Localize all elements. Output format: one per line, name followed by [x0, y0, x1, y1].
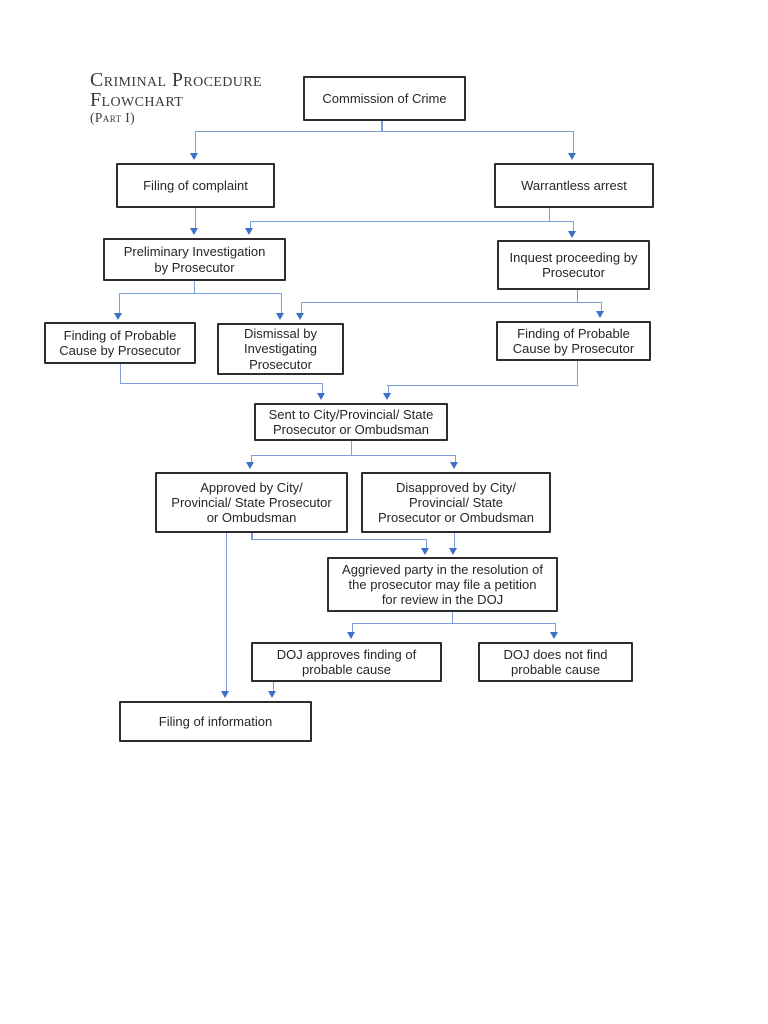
- connector-line: [454, 455, 456, 462]
- connector-line: [195, 130, 573, 132]
- arrow-down-icon: [421, 548, 429, 555]
- connector-line: [572, 131, 574, 153]
- node-preliminary-investigation: Preliminary Investigation by Prosecutor: [103, 238, 286, 281]
- connector-line: [193, 281, 195, 293]
- node-doj-approves-finding: DOJ approves finding of probable cause: [251, 642, 442, 682]
- connector-line: [250, 455, 252, 462]
- connector-line: [119, 382, 323, 384]
- connector-line: [572, 221, 574, 231]
- arrow-down-icon: [246, 462, 254, 469]
- node-filing-of-complaint: Filing of complaint: [116, 163, 275, 208]
- connector-line: [119, 292, 281, 294]
- arrow-down-icon: [268, 691, 276, 698]
- title-line-2: Flowchart: [90, 89, 184, 111]
- connector-line: [194, 208, 196, 228]
- title-line-3: (Part I): [90, 110, 136, 125]
- arrow-down-icon: [568, 231, 576, 238]
- arrow-down-icon: [383, 393, 391, 400]
- node-inquest-proceeding: Inquest proceeding by Prosecutor: [497, 240, 650, 290]
- connector-line: [352, 622, 555, 624]
- node-finding-probable-cause-right: Finding of Probable Cause by Prosecutor: [496, 321, 651, 361]
- connector-line: [280, 293, 282, 313]
- connector-line: [600, 302, 602, 311]
- arrow-down-icon: [449, 548, 457, 555]
- connector-line: [251, 454, 455, 456]
- node-finding-probable-cause-left: Finding of Probable Cause by Prosecutor: [44, 322, 196, 364]
- arrow-down-icon: [114, 313, 122, 320]
- connector-line: [576, 361, 578, 385]
- node-warrantless-arrest: Warrantless arrest: [494, 163, 654, 208]
- node-disapproved-by-prosecutor: Disapproved by City/ Provincial/ State P…: [361, 472, 551, 533]
- node-filing-of-information: Filing of information: [119, 701, 312, 742]
- connector-line: [381, 121, 383, 131]
- connector-line: [119, 364, 121, 383]
- connector-line: [225, 533, 227, 691]
- arrow-down-icon: [568, 153, 576, 160]
- connector-line: [425, 539, 427, 548]
- connector-line: [351, 623, 353, 632]
- connector-line: [249, 221, 251, 228]
- arrow-down-icon: [596, 311, 604, 318]
- connector-line: [350, 441, 352, 455]
- title-line-1: Criminal Procedure: [90, 69, 262, 91]
- connector-line: [118, 293, 120, 313]
- arrow-down-icon: [296, 313, 304, 320]
- arrow-down-icon: [317, 393, 325, 400]
- connector-line: [387, 384, 578, 386]
- connector-line: [548, 208, 550, 221]
- node-aggrieved-party-petition: Aggrieved party in the resolution of the…: [327, 557, 558, 612]
- connector-line: [453, 533, 455, 548]
- page-title: Criminal Procedure Flowchart (Part I): [90, 70, 262, 125]
- arrow-down-icon: [450, 462, 458, 469]
- connector-line: [194, 131, 196, 153]
- arrow-down-icon: [190, 228, 198, 235]
- connector-line: [576, 290, 578, 302]
- connector-line: [300, 302, 302, 313]
- connector-line: [451, 612, 453, 623]
- connector-line: [387, 385, 389, 393]
- arrow-down-icon: [276, 313, 284, 320]
- node-approved-by-prosecutor: Approved by City/ Provincial/ State Pros…: [155, 472, 348, 533]
- connector-line: [272, 682, 274, 691]
- connector-line: [321, 383, 323, 393]
- node-commission-of-crime: Commission of Crime: [303, 76, 466, 121]
- node-sent-to-prosecutor: Sent to City/Provincial/ State Prosecuto…: [254, 403, 448, 441]
- node-dismissal-by-investigating: Dismissal by Investigating Prosecutor: [217, 323, 344, 375]
- connector-line: [250, 220, 573, 222]
- connector-line: [251, 538, 426, 540]
- connector-line: [251, 533, 253, 539]
- arrow-down-icon: [347, 632, 355, 639]
- node-doj-does-not-find: DOJ does not find probable cause: [478, 642, 633, 682]
- arrow-down-icon: [550, 632, 558, 639]
- connector-line: [554, 623, 556, 632]
- arrow-down-icon: [190, 153, 198, 160]
- arrow-down-icon: [221, 691, 229, 698]
- connector-line: [301, 301, 601, 303]
- arrow-down-icon: [245, 228, 253, 235]
